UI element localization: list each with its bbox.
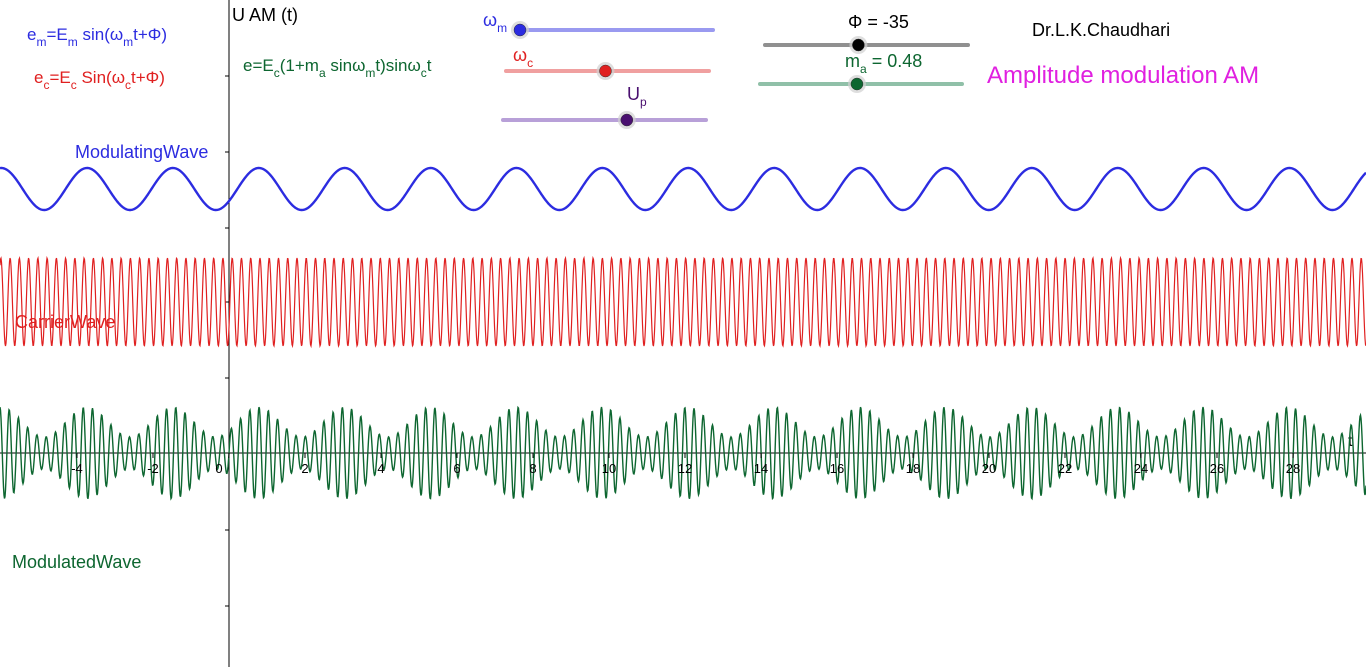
carrier-formula: ec=Ec Sin(ωct+Φ) xyxy=(34,69,165,91)
m-a-label-sub: a xyxy=(860,62,867,76)
omega-c-label: ω xyxy=(513,45,528,65)
carrier-formula-eq: =E xyxy=(49,68,71,87)
omega-c-slider-label: ωc xyxy=(513,46,533,69)
omega-m-label: ω xyxy=(483,10,498,30)
x-tick-label: 0 xyxy=(215,461,222,476)
x-tick-label: -2 xyxy=(147,461,159,476)
waves xyxy=(0,166,1366,501)
modulating-formula-w-sub: m xyxy=(123,35,134,49)
x-tick-label: 16 xyxy=(830,461,844,476)
carrier-formula-e-sub: c xyxy=(43,78,50,92)
modulated-formula-c: sinω xyxy=(325,56,366,75)
slider-omega-m[interactable] xyxy=(511,21,715,39)
slider-handle[interactable] xyxy=(513,23,527,37)
x-tick-label: 8 xyxy=(529,461,536,476)
modulating-formula: em=Em sin(ωmt+Φ) xyxy=(27,26,167,48)
u-p-label: U xyxy=(627,84,640,104)
x-tick-label: 20 xyxy=(982,461,996,476)
x-tick-label: 14 xyxy=(754,461,768,476)
x-tick-label: 24 xyxy=(1134,461,1148,476)
slider-handle[interactable] xyxy=(620,113,634,127)
modulating-wave-label: ModulatingWave xyxy=(75,142,209,162)
slider-u-p[interactable] xyxy=(501,111,708,129)
modulating-formula-e: e xyxy=(27,25,37,44)
x-tick-label: 2 xyxy=(301,461,308,476)
x-tick-label: 10 xyxy=(602,461,616,476)
m-a-value: = 0.48 xyxy=(866,51,923,71)
x-axis-label: t xyxy=(1348,433,1353,450)
modulating-formula-eq: =E xyxy=(46,25,68,44)
carrier-formula-rest2: t+Φ) xyxy=(130,68,165,87)
x-tick-label: 4 xyxy=(377,461,384,476)
x-tick-label: 22 xyxy=(1058,461,1072,476)
modulated-formula-c-sub: m xyxy=(365,66,376,80)
carrier-formula-rest1: Sin(ω xyxy=(76,68,125,87)
slider-phi[interactable] xyxy=(763,36,970,54)
modulated-formula-a: e=E xyxy=(243,56,274,75)
m-a-label: m xyxy=(845,51,860,71)
modulating-formula-E-sub: m xyxy=(67,35,78,49)
omega-c-label-sub: c xyxy=(527,56,534,70)
y-axis-label: U AM (t) xyxy=(232,5,298,25)
carrier-formula-w-sub: c xyxy=(124,78,131,92)
slider-m-a[interactable] xyxy=(758,75,964,93)
author-label: Dr.L.K.Chaudhari xyxy=(1032,20,1171,40)
modulating-formula-rest1: sin(ω xyxy=(77,25,124,44)
x-tick-label: 18 xyxy=(906,461,920,476)
modulated-formula-d: t)sinω xyxy=(375,56,421,75)
omega-m-slider-label: ωm xyxy=(483,11,507,34)
carrier-formula-e: e xyxy=(34,68,44,87)
modulated-formula-d-sub: c xyxy=(420,66,427,80)
series-modulatingwave-line xyxy=(0,166,1366,212)
u-p-label-sub: p xyxy=(640,95,647,109)
modulated-formula-a-sub: c xyxy=(273,66,280,80)
modulated-formula-e: t xyxy=(426,56,432,75)
modulating-formula-e-sub: m xyxy=(36,35,47,49)
slider-handle[interactable] xyxy=(852,38,865,52)
carrier-wave-label: CarrierWave xyxy=(15,312,116,332)
omega-m-label-sub: m xyxy=(497,21,508,35)
sliders xyxy=(501,21,970,129)
x-tick-label: 28 xyxy=(1286,461,1300,476)
modulated-formula: e=Ec(1+ma sinωmt)sinωct xyxy=(243,57,432,79)
x-tick-label: 6 xyxy=(453,461,460,476)
page-title: Amplitude modulation AM xyxy=(987,62,1260,89)
modulated-formula-b-sub: a xyxy=(318,66,326,80)
modulated-formula-b: (1+m xyxy=(279,56,319,75)
slider-handle[interactable] xyxy=(850,77,864,91)
phi-slider-label: Φ = -35 xyxy=(848,12,909,32)
slider-omega-c[interactable] xyxy=(504,62,711,80)
m-a-slider-label: ma = 0.48 xyxy=(845,52,922,75)
u-p-slider-label: Up xyxy=(627,85,647,108)
slider-handle[interactable] xyxy=(599,64,612,78)
series-carrierwave-line xyxy=(0,255,1366,349)
series-modulatedwave-line xyxy=(0,405,1366,501)
x-tick-label: 12 xyxy=(678,461,692,476)
x-tick-label: -4 xyxy=(71,461,83,476)
x-tick-label: 26 xyxy=(1210,461,1224,476)
carrier-formula-E-sub: c xyxy=(70,78,77,92)
modulating-formula-rest2: t+Φ) xyxy=(133,25,168,44)
modulated-wave-label: ModulatedWave xyxy=(12,552,142,572)
